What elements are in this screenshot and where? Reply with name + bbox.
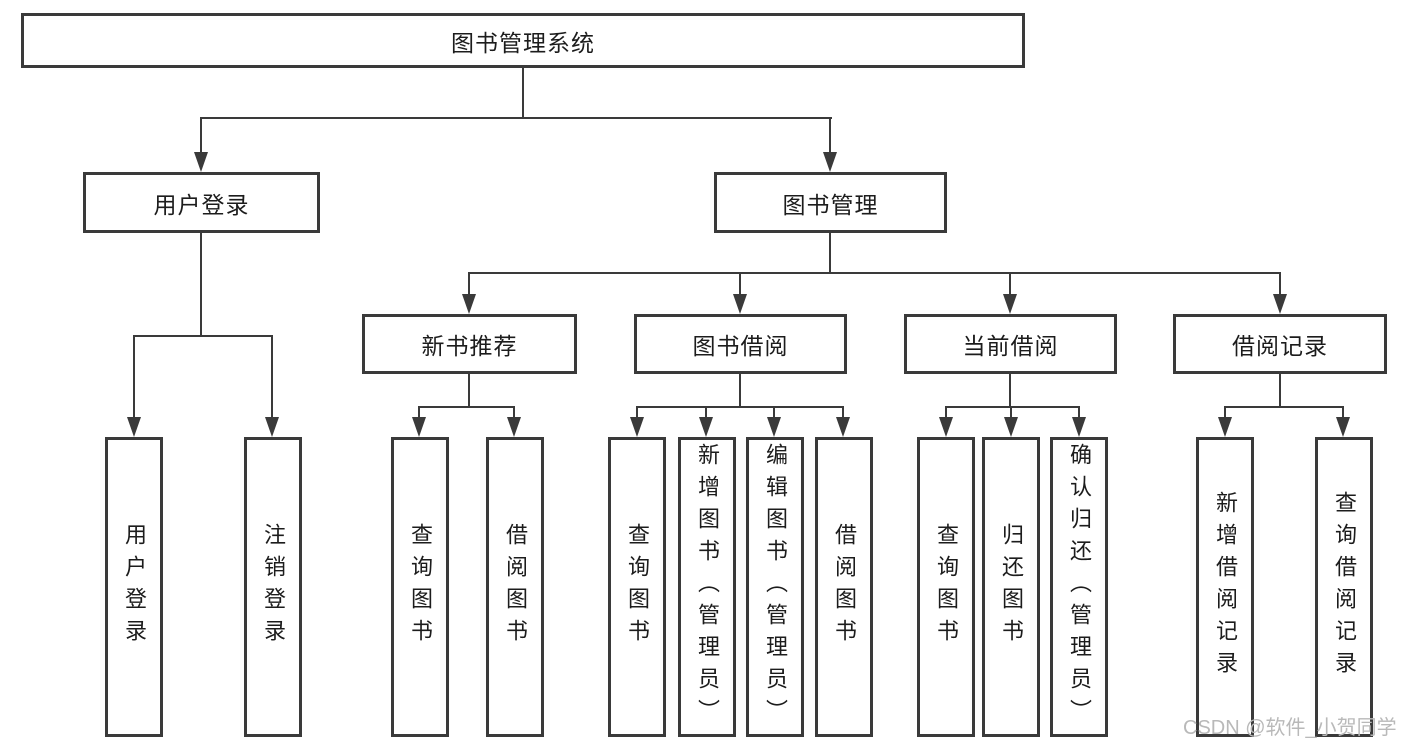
arrow-shaft xyxy=(773,406,775,421)
arrow-shaft xyxy=(1009,272,1011,296)
arrow-down-icon xyxy=(823,152,837,172)
arrow-down-icon xyxy=(767,417,781,437)
arrow-shaft xyxy=(829,117,831,155)
leaf-borrow-borrow-books: 借阅图书 xyxy=(815,437,873,737)
node-user-login: 用户登录 xyxy=(83,172,320,233)
arrow-shaft xyxy=(418,406,420,421)
arrow-shaft xyxy=(1010,406,1012,421)
leaf-user-login: 用户登录 xyxy=(105,437,163,737)
leaf-record-query-record: 查询借阅记录 xyxy=(1315,437,1373,737)
arrow-shaft xyxy=(1342,406,1344,421)
connector-hline xyxy=(945,406,1079,408)
leaf-borrow-add-books-admin: 新增图书（管理员） xyxy=(678,437,736,737)
arrow-shaft xyxy=(739,272,741,296)
arrow-down-icon xyxy=(194,152,208,172)
node-current-borrow: 当前借阅 xyxy=(904,314,1117,374)
connector-vline xyxy=(200,233,202,337)
connector-hline xyxy=(636,406,844,408)
leaf-recommend-query-books-label: 查询图书 xyxy=(408,523,433,651)
leaf-borrow-edit-books-admin-label: 编辑图书（管理员） xyxy=(763,443,788,731)
leaf-logout: 注销登录 xyxy=(244,437,302,737)
arrow-down-icon xyxy=(939,417,953,437)
arrow-down-icon xyxy=(1336,417,1350,437)
leaf-borrow-query-books-label: 查询图书 xyxy=(625,523,650,651)
leaf-borrow-query-books: 查询图书 xyxy=(608,437,666,737)
node-book-management: 图书管理 xyxy=(714,172,947,233)
arrow-shaft xyxy=(636,406,638,421)
leaf-logout-label: 注销登录 xyxy=(261,523,286,651)
connector-hline xyxy=(200,117,832,119)
arrow-shaft xyxy=(705,406,707,421)
leaf-borrow-add-books-admin-label: 新增图书（管理员） xyxy=(695,443,720,731)
arrow-down-icon xyxy=(462,294,476,314)
csdn-watermark: CSDN @软件_小贺同学 xyxy=(1183,717,1397,739)
node-book-borrow: 图书借阅 xyxy=(634,314,847,374)
leaf-recommend-query-books: 查询图书 xyxy=(391,437,449,737)
node-book-borrow-label: 图书借阅 xyxy=(692,333,789,359)
arrow-shaft xyxy=(842,406,844,421)
connector-vline xyxy=(522,68,524,119)
arrow-down-icon xyxy=(1003,294,1017,314)
arrow-shaft xyxy=(468,272,470,296)
node-user-login-label: 用户登录 xyxy=(153,191,250,218)
node-new-book-recommend-label: 新书推荐 xyxy=(421,333,518,359)
node-root-label: 图书管理系统 xyxy=(451,29,595,56)
arrow-down-icon xyxy=(1273,294,1287,314)
arrow-shaft xyxy=(1224,406,1226,421)
arrow-shaft xyxy=(200,117,202,155)
leaf-current-return-books-label: 归还图书 xyxy=(999,523,1024,651)
node-current-borrow-label: 当前借阅 xyxy=(962,333,1059,359)
arrow-down-icon xyxy=(699,417,713,437)
connector-vline xyxy=(468,374,470,408)
arrow-down-icon xyxy=(733,294,747,314)
node-root: 图书管理系统 xyxy=(21,13,1025,68)
leaf-current-return-books: 归还图书 xyxy=(982,437,1040,737)
node-book-management-label: 图书管理 xyxy=(782,191,879,218)
connector-vline xyxy=(1009,374,1011,408)
arrow-shaft xyxy=(513,406,515,421)
arrow-shaft xyxy=(271,335,273,421)
arrow-down-icon xyxy=(507,417,521,437)
arrow-down-icon xyxy=(836,417,850,437)
leaf-recommend-borrow-books: 借阅图书 xyxy=(486,437,544,737)
leaf-current-confirm-return-admin-label: 确认归还（管理员） xyxy=(1067,443,1092,731)
leaf-borrow-edit-books-admin: 编辑图书（管理员） xyxy=(746,437,804,737)
arrow-shaft xyxy=(945,406,947,421)
connector-hline xyxy=(133,335,273,337)
arrow-down-icon xyxy=(1072,417,1086,437)
arrow-down-icon xyxy=(630,417,644,437)
connector-hline xyxy=(468,272,1281,274)
connector-vline xyxy=(829,233,831,274)
arrow-down-icon xyxy=(412,417,426,437)
leaf-record-add-record-label: 新增借阅记录 xyxy=(1213,491,1238,683)
node-borrow-record: 借阅记录 xyxy=(1173,314,1387,374)
connector-vline xyxy=(1279,374,1281,408)
connector-vline xyxy=(739,374,741,408)
connector-hline xyxy=(1224,406,1344,408)
arrow-down-icon xyxy=(1004,417,1018,437)
leaf-user-login-label: 用户登录 xyxy=(122,523,147,651)
arrow-shaft xyxy=(1279,272,1281,296)
arrow-down-icon xyxy=(127,417,141,437)
arrow-shaft xyxy=(133,335,135,421)
arrow-down-icon xyxy=(265,417,279,437)
node-new-book-recommend: 新书推荐 xyxy=(362,314,577,374)
leaf-current-confirm-return-admin: 确认归还（管理员） xyxy=(1050,437,1108,737)
leaf-recommend-borrow-books-label: 借阅图书 xyxy=(503,523,528,651)
leaf-borrow-borrow-books-label: 借阅图书 xyxy=(832,523,857,651)
node-borrow-record-label: 借阅记录 xyxy=(1232,333,1328,359)
arrow-shaft xyxy=(1078,406,1080,421)
leaf-current-query-books: 查询图书 xyxy=(917,437,975,737)
leaf-record-add-record: 新增借阅记录 xyxy=(1196,437,1254,737)
arrow-down-icon xyxy=(1218,417,1232,437)
connector-hline xyxy=(418,406,515,408)
leaf-record-query-record-label: 查询借阅记录 xyxy=(1332,491,1357,683)
leaf-current-query-books-label: 查询图书 xyxy=(934,523,959,651)
